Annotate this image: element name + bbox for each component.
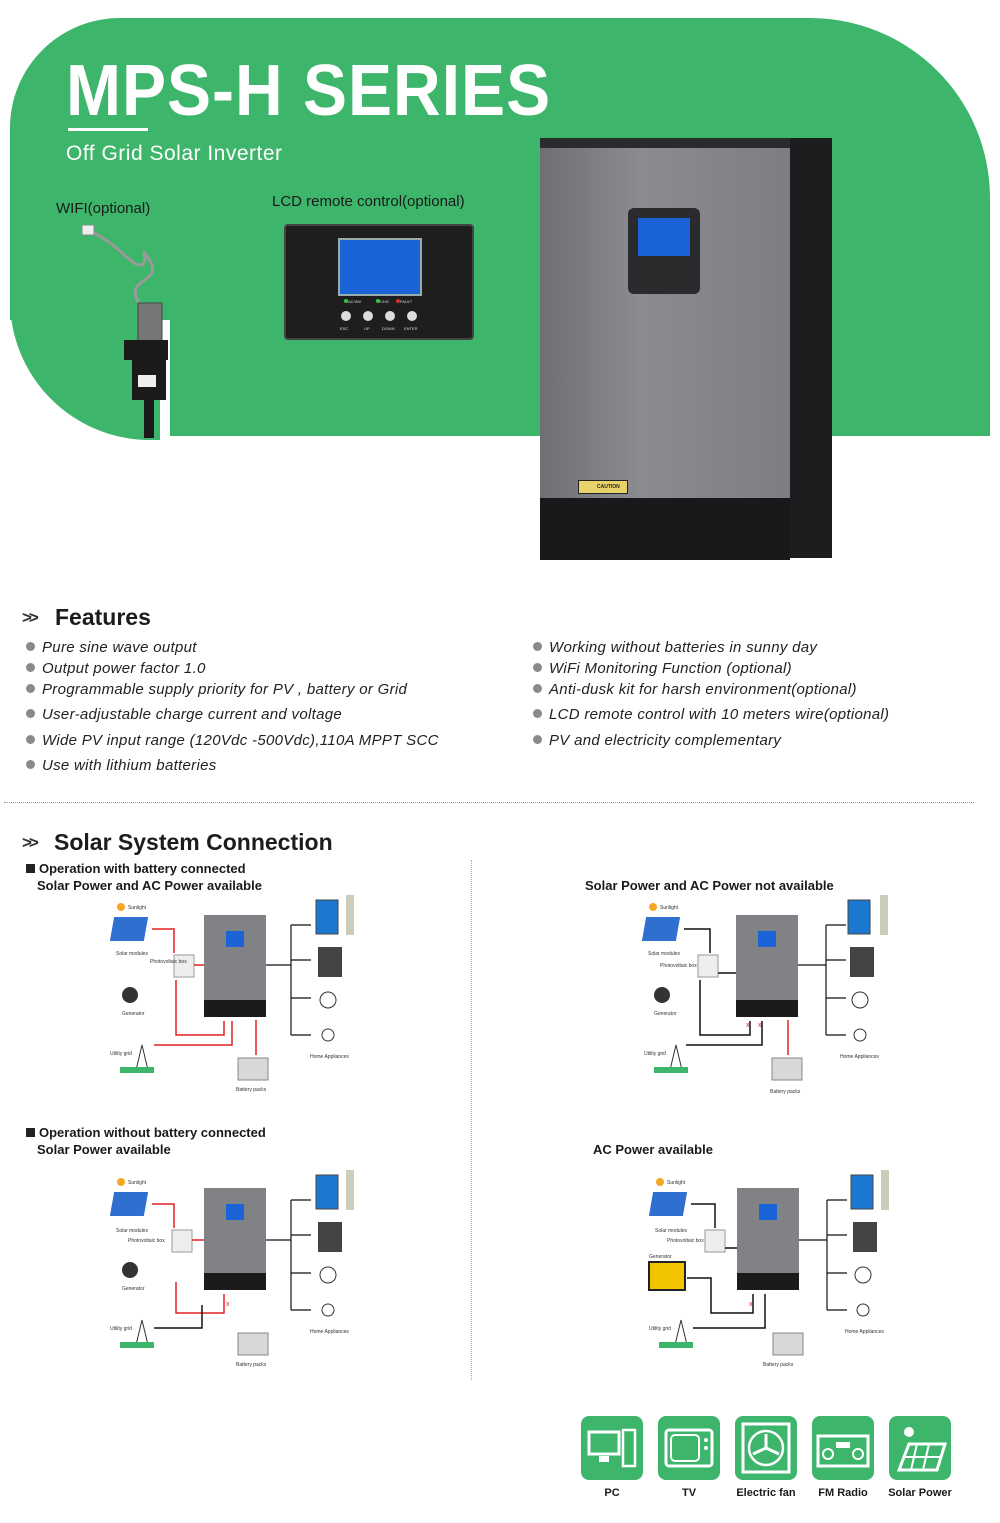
svg-text:x: x — [746, 1022, 750, 1029]
svg-text:Home Appliances: Home Appliances — [845, 1329, 884, 1335]
led-chg: CHG — [380, 299, 389, 304]
svg-text:Generator: Generator — [122, 1286, 145, 1292]
inverter-product-image: CAUTION — [540, 138, 840, 578]
svg-text:Sunlight: Sunlight — [128, 1180, 147, 1186]
pc-label: PC — [604, 1487, 620, 1499]
svg-text:Photovoltaic box: Photovoltaic box — [128, 1238, 165, 1244]
case2-caption: Solar Power and AC Power not available — [585, 878, 834, 893]
svg-text:Utility grid: Utility grid — [649, 1326, 671, 1332]
inverter-lcd-panel — [628, 208, 700, 294]
radio-label: FM Radio — [818, 1487, 868, 1499]
feature-item: Wide PV input range (120Vdc -500Vdc),110… — [26, 732, 439, 749]
feature-item: WiFi Monitoring Function (optional) — [533, 660, 792, 677]
svg-text:Generator: Generator — [654, 1011, 677, 1017]
solar-panel-icon — [889, 1416, 951, 1480]
led-fault: FAULT — [400, 299, 413, 304]
svg-text:Generator: Generator — [122, 1011, 145, 1017]
svg-text:Photovoltaic box: Photovoltaic box — [667, 1238, 704, 1244]
remote-lcd-screen — [338, 238, 422, 296]
svg-text:x: x — [749, 1301, 753, 1308]
feature-item: Output power factor 1.0 — [26, 660, 206, 677]
remote-details: AC/INV CHG FAULT ESC UP DOWN ENTER — [340, 299, 418, 331]
case3-caption: Operation without battery connected Sola… — [26, 1124, 266, 1158]
btn-enter: ENTER — [404, 326, 418, 331]
svg-text:Battery packs: Battery packs — [236, 1362, 267, 1368]
page-title: MPS-H SERIES — [66, 49, 552, 131]
fan-icon — [735, 1416, 797, 1480]
tv-icon — [658, 1416, 720, 1480]
svg-text:Sunlight: Sunlight — [667, 1180, 686, 1186]
chevron-icon: >> — [22, 608, 39, 627]
caution-label: CAUTION — [578, 480, 628, 494]
svg-text:Home Appliances: Home Appliances — [310, 1329, 349, 1335]
btn-up: UP — [364, 326, 370, 331]
btn-esc: ESC — [340, 326, 348, 331]
feature-item: User-adjustable charge current and volta… — [26, 706, 342, 723]
connection-diagram-4: Sunlight Solar modules Photovoltaic box … — [648, 1170, 889, 1368]
svg-text:Home Appliances: Home Appliances — [840, 1054, 879, 1060]
svg-text:Home Appliances: Home Appliances — [310, 1054, 349, 1060]
fan-label: Electric fan — [736, 1487, 796, 1499]
svg-text:Battery packs: Battery packs — [763, 1362, 794, 1368]
svg-text:Sunlight: Sunlight — [660, 905, 679, 911]
svg-text:Utility grid: Utility grid — [110, 1326, 132, 1332]
svg-text:Photovoltaic box: Photovoltaic box — [660, 963, 697, 969]
svg-text:Solar modules: Solar modules — [116, 951, 148, 957]
svg-text:Battery packs: Battery packs — [770, 1089, 801, 1095]
svg-text:x: x — [758, 1022, 762, 1029]
svg-text:Solar modules: Solar modules — [648, 951, 680, 957]
svg-text:x: x — [226, 1301, 230, 1308]
btn-down: DOWN — [382, 326, 395, 331]
svg-text:Solar modules: Solar modules — [116, 1228, 148, 1234]
vertical-divider — [471, 860, 472, 1380]
wifi-dongle-icon — [81, 225, 168, 438]
page-subtitle: Off Grid Solar Inverter — [66, 142, 283, 165]
lcd-remote-control: AC/INV CHG FAULT ESC UP DOWN ENTER — [284, 224, 474, 340]
connection-diagram-2: Sunlight Solar modules Photovoltaic box … — [641, 895, 888, 1095]
feature-item: LCD remote control with 10 meters wire(o… — [533, 706, 889, 723]
svg-text:Sunlight: Sunlight — [128, 905, 147, 911]
radio-icon — [812, 1416, 874, 1480]
chevron-icon: >> — [22, 833, 39, 852]
remote-label: LCD remote control(optional) — [272, 193, 465, 210]
case1-caption: Operation with battery connected Solar P… — [26, 860, 262, 894]
section-divider — [4, 802, 974, 803]
connection-diagram-1: Sunlight Solar modules Photovoltaic box … — [109, 895, 354, 1093]
connection-heading: Solar System Connection — [54, 829, 333, 855]
svg-text:Solar modules: Solar modules — [655, 1228, 687, 1234]
feature-item: Use with lithium batteries — [26, 757, 217, 774]
pc-icon — [581, 1416, 643, 1480]
title-underline — [68, 128, 148, 131]
feature-item: Pure sine wave output — [26, 639, 197, 656]
svg-text:Utility grid: Utility grid — [644, 1051, 666, 1057]
feature-item: Programmable supply priority for PV , ba… — [26, 681, 407, 698]
svg-text:Photovoltaic box: Photovoltaic box — [150, 959, 187, 965]
feature-item: Anti-dusk kit for harsh environment(opti… — [533, 681, 857, 698]
feature-item: PV and electricity complementary — [533, 732, 781, 749]
led-ac-inv: AC/INV — [348, 299, 362, 304]
connection-diagram-3: Sunlight Solar modules Photovoltaic box … — [109, 1170, 354, 1368]
svg-text:Generator: Generator — [649, 1254, 672, 1260]
feature-item: Working without batteries in sunny day — [533, 639, 817, 656]
svg-text:Battery packs: Battery packs — [236, 1087, 267, 1093]
tv-label: TV — [681, 1487, 697, 1499]
features-heading: Features — [55, 604, 151, 630]
wifi-label: WIFI(optional) — [56, 200, 151, 217]
solar-label: Solar Power — [888, 1487, 952, 1499]
svg-text:Utility grid: Utility grid — [110, 1051, 132, 1057]
case4-caption: AC Power available — [593, 1142, 713, 1157]
